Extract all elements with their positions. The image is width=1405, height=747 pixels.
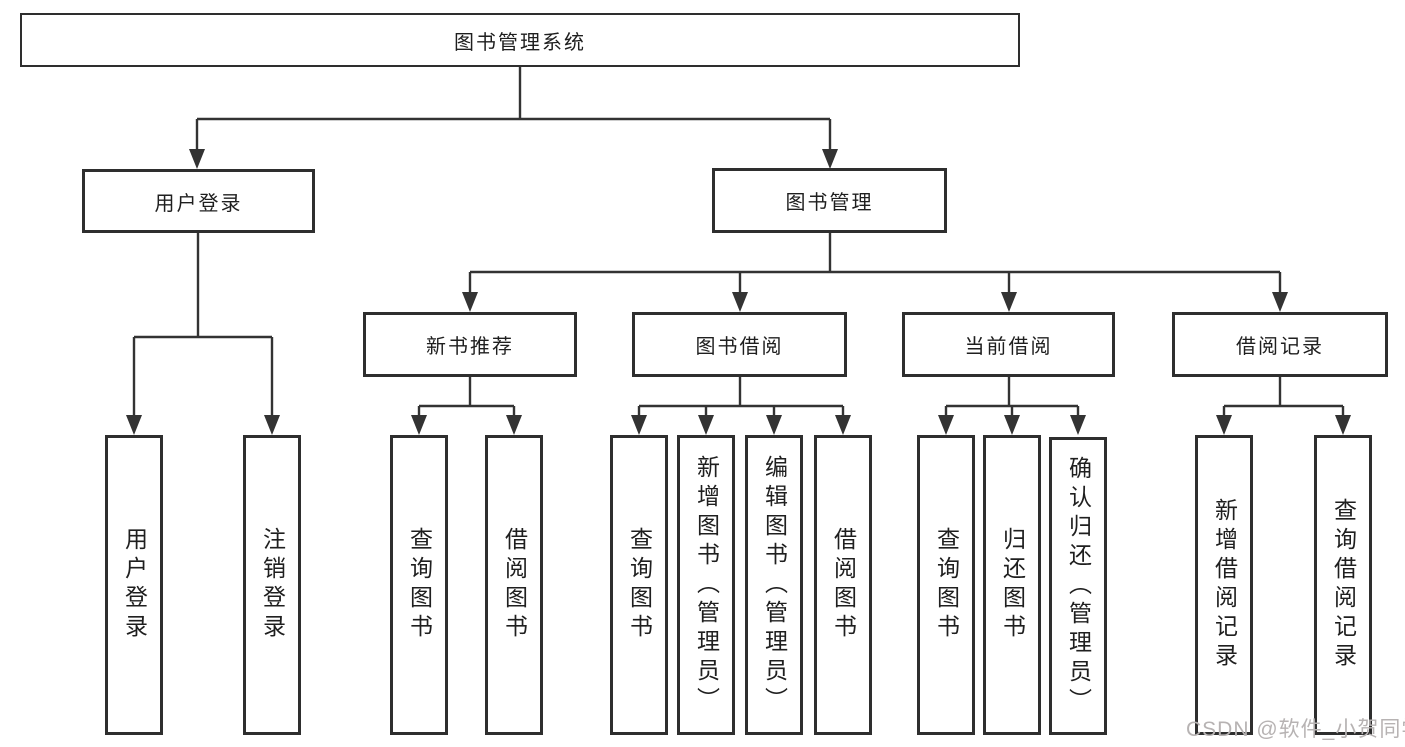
connector-book-mgmt: [468, 233, 1282, 295]
leaf-query-books-3: 查询图书: [917, 435, 975, 735]
node-new-book-recommend: 新书推荐: [363, 312, 577, 377]
connector-current: [944, 377, 1080, 418]
node-book-management: 图书管理: [712, 168, 947, 233]
leaf-borrow-books-2: 借阅图书: [814, 435, 872, 735]
leaf-add-borrow-record: 新增借阅记录: [1195, 435, 1253, 735]
leaf-query-borrow-record: 查询借阅记录: [1314, 435, 1372, 735]
connector-records: [1222, 377, 1345, 418]
leaf-logout: 注销登录: [243, 435, 301, 735]
leaf-add-book-admin: 新增图书（管理员）: [677, 435, 735, 735]
node-current-borrowing: 当前借阅: [902, 312, 1115, 377]
arrowheads: [126, 149, 1351, 435]
leaf-query-books-2: 查询图书: [610, 435, 668, 735]
node-root-system: 图书管理系统: [20, 13, 1020, 67]
node-book-borrowing: 图书借阅: [632, 312, 847, 377]
leaf-return-book: 归还图书: [983, 435, 1041, 735]
leaf-borrow-books-1: 借阅图书: [485, 435, 543, 735]
csdn-watermark: CSDN @软件_小贺同学: [1186, 718, 1405, 741]
leaf-confirm-return-admin: 确认归还（管理员）: [1049, 437, 1107, 735]
connector-user-login: [132, 233, 274, 418]
leaf-edit-book-admin: 编辑图书（管理员）: [745, 435, 803, 735]
node-user-login: 用户登录: [82, 169, 315, 233]
connector-borrowing: [637, 377, 845, 418]
leaf-user-login: 用户登录: [105, 435, 163, 735]
connector-new-books: [417, 377, 516, 418]
leaf-query-books-1: 查询图书: [390, 435, 448, 735]
node-borrowing-records: 借阅记录: [1172, 312, 1388, 377]
connector-root: [195, 67, 832, 152]
